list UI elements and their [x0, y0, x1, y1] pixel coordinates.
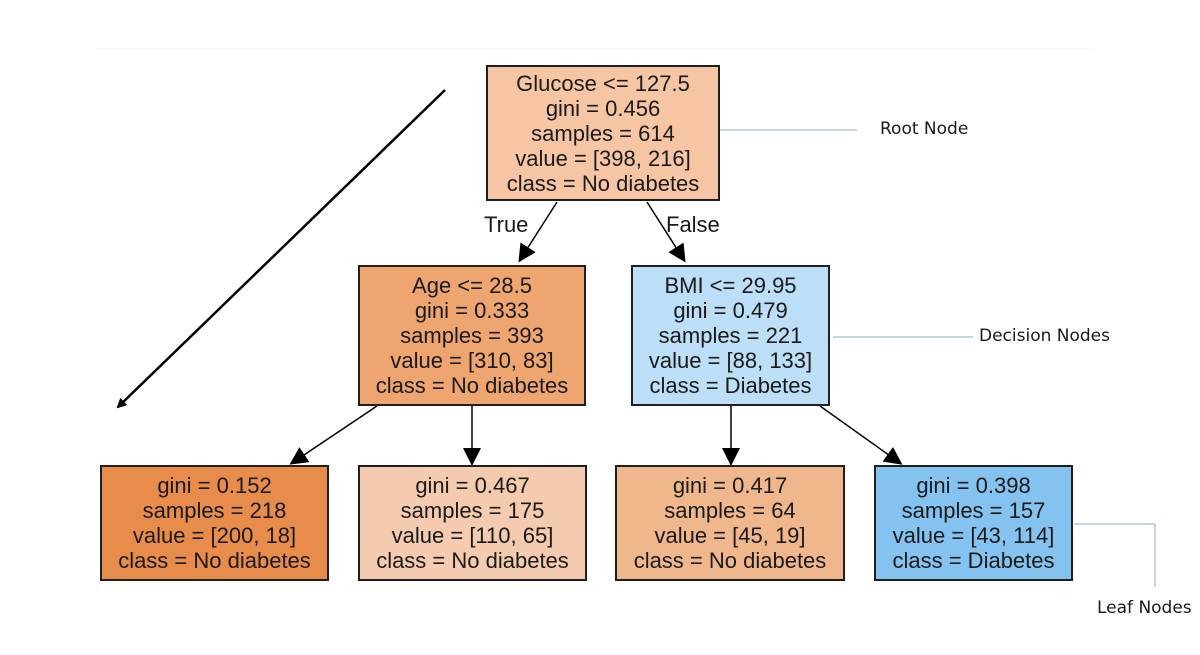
bmi-class-label: class = Diabetes: [649, 373, 812, 398]
annotation-line-leaf: [1074, 523, 1156, 587]
leaf1-class-label: class = No diabetes: [118, 548, 311, 573]
root-class-label: class = No diabetes: [506, 170, 700, 196]
leaf1-samples-label: samples = 218: [142, 498, 287, 523]
edge-age-to-leaf1: [289, 405, 378, 465]
age-samples-label: samples = 393: [400, 323, 544, 348]
depth-arrow: [116, 89, 446, 409]
leaf2-value-label: value = [110, 65]: [391, 523, 554, 548]
root-samples-label: samples = 614: [531, 120, 675, 146]
age-class-label: class = No diabetes: [375, 373, 569, 398]
root-split-label: Glucose <= 127.5: [516, 70, 690, 96]
bmi-value-label: value = [88, 133]: [648, 348, 813, 373]
annotation-leaf-nodes: Leaf Nodes: [1097, 598, 1192, 618]
leaf3-value-label: value = [45, 19]: [654, 523, 806, 548]
leaf4-class-label: class = Diabetes: [892, 548, 1055, 573]
root-gini-label: gini = 0.456: [545, 95, 661, 121]
decision-node-age: Age <= 28.5 gini = 0.333 samples = 393 v…: [358, 265, 586, 406]
leaf4-samples-label: samples = 157: [901, 498, 1046, 523]
annotation-decision-nodes: Decision Nodes: [979, 326, 1111, 346]
leaf3-class-label: class = No diabetes: [633, 548, 827, 573]
edge-label-true: True: [484, 212, 529, 237]
edge-bmi-to-leaf4: [819, 405, 903, 465]
leaf4-value-label: value = [43, 114]: [892, 523, 1055, 548]
decision-node-bmi: BMI <= 29.95 gini = 0.479 samples = 221 …: [631, 265, 830, 406]
edge-root-to-age: [518, 201, 558, 263]
age-value-label: value = [310, 83]: [390, 348, 554, 373]
leaf-node-1: gini = 0.152 samples = 218 value = [200,…: [100, 465, 329, 581]
leaf2-gini-label: gini = 0.467: [415, 473, 530, 498]
edge-root-to-bmi: [646, 201, 686, 263]
annotation-root-node: Root Node: [880, 119, 969, 139]
leaf1-value-label: value = [200, 18]: [132, 523, 297, 548]
bmi-gini-label: gini = 0.479: [673, 298, 788, 323]
root-value-label: value = [398, 216]: [515, 145, 691, 171]
leaf2-samples-label: samples = 175: [400, 498, 545, 523]
age-split-label: Age <= 28.5: [412, 273, 532, 298]
leaf1-gini-label: gini = 0.152: [157, 473, 272, 498]
age-gini-label: gini = 0.333: [414, 298, 530, 323]
leaf-node-2: gini = 0.467 samples = 175 value = [110,…: [358, 465, 587, 581]
edge-label-false: False: [666, 212, 720, 237]
leaf-node-3: gini = 0.417 samples = 64 value = [45, 1…: [615, 465, 845, 581]
leaf3-samples-label: samples = 64: [664, 498, 796, 523]
leaf3-gini-label: gini = 0.417: [672, 473, 788, 498]
bmi-split-label: BMI <= 29.95: [664, 273, 797, 298]
root-node: Glucose <= 127.5 gini = 0.456 samples = …: [486, 65, 720, 201]
leaf-node-4: gini = 0.398 samples = 157 value = [43, …: [874, 465, 1073, 581]
leaf2-class-label: class = No diabetes: [376, 548, 569, 573]
leaf4-gini-label: gini = 0.398: [916, 473, 1031, 498]
bmi-samples-label: samples = 221: [658, 323, 803, 348]
